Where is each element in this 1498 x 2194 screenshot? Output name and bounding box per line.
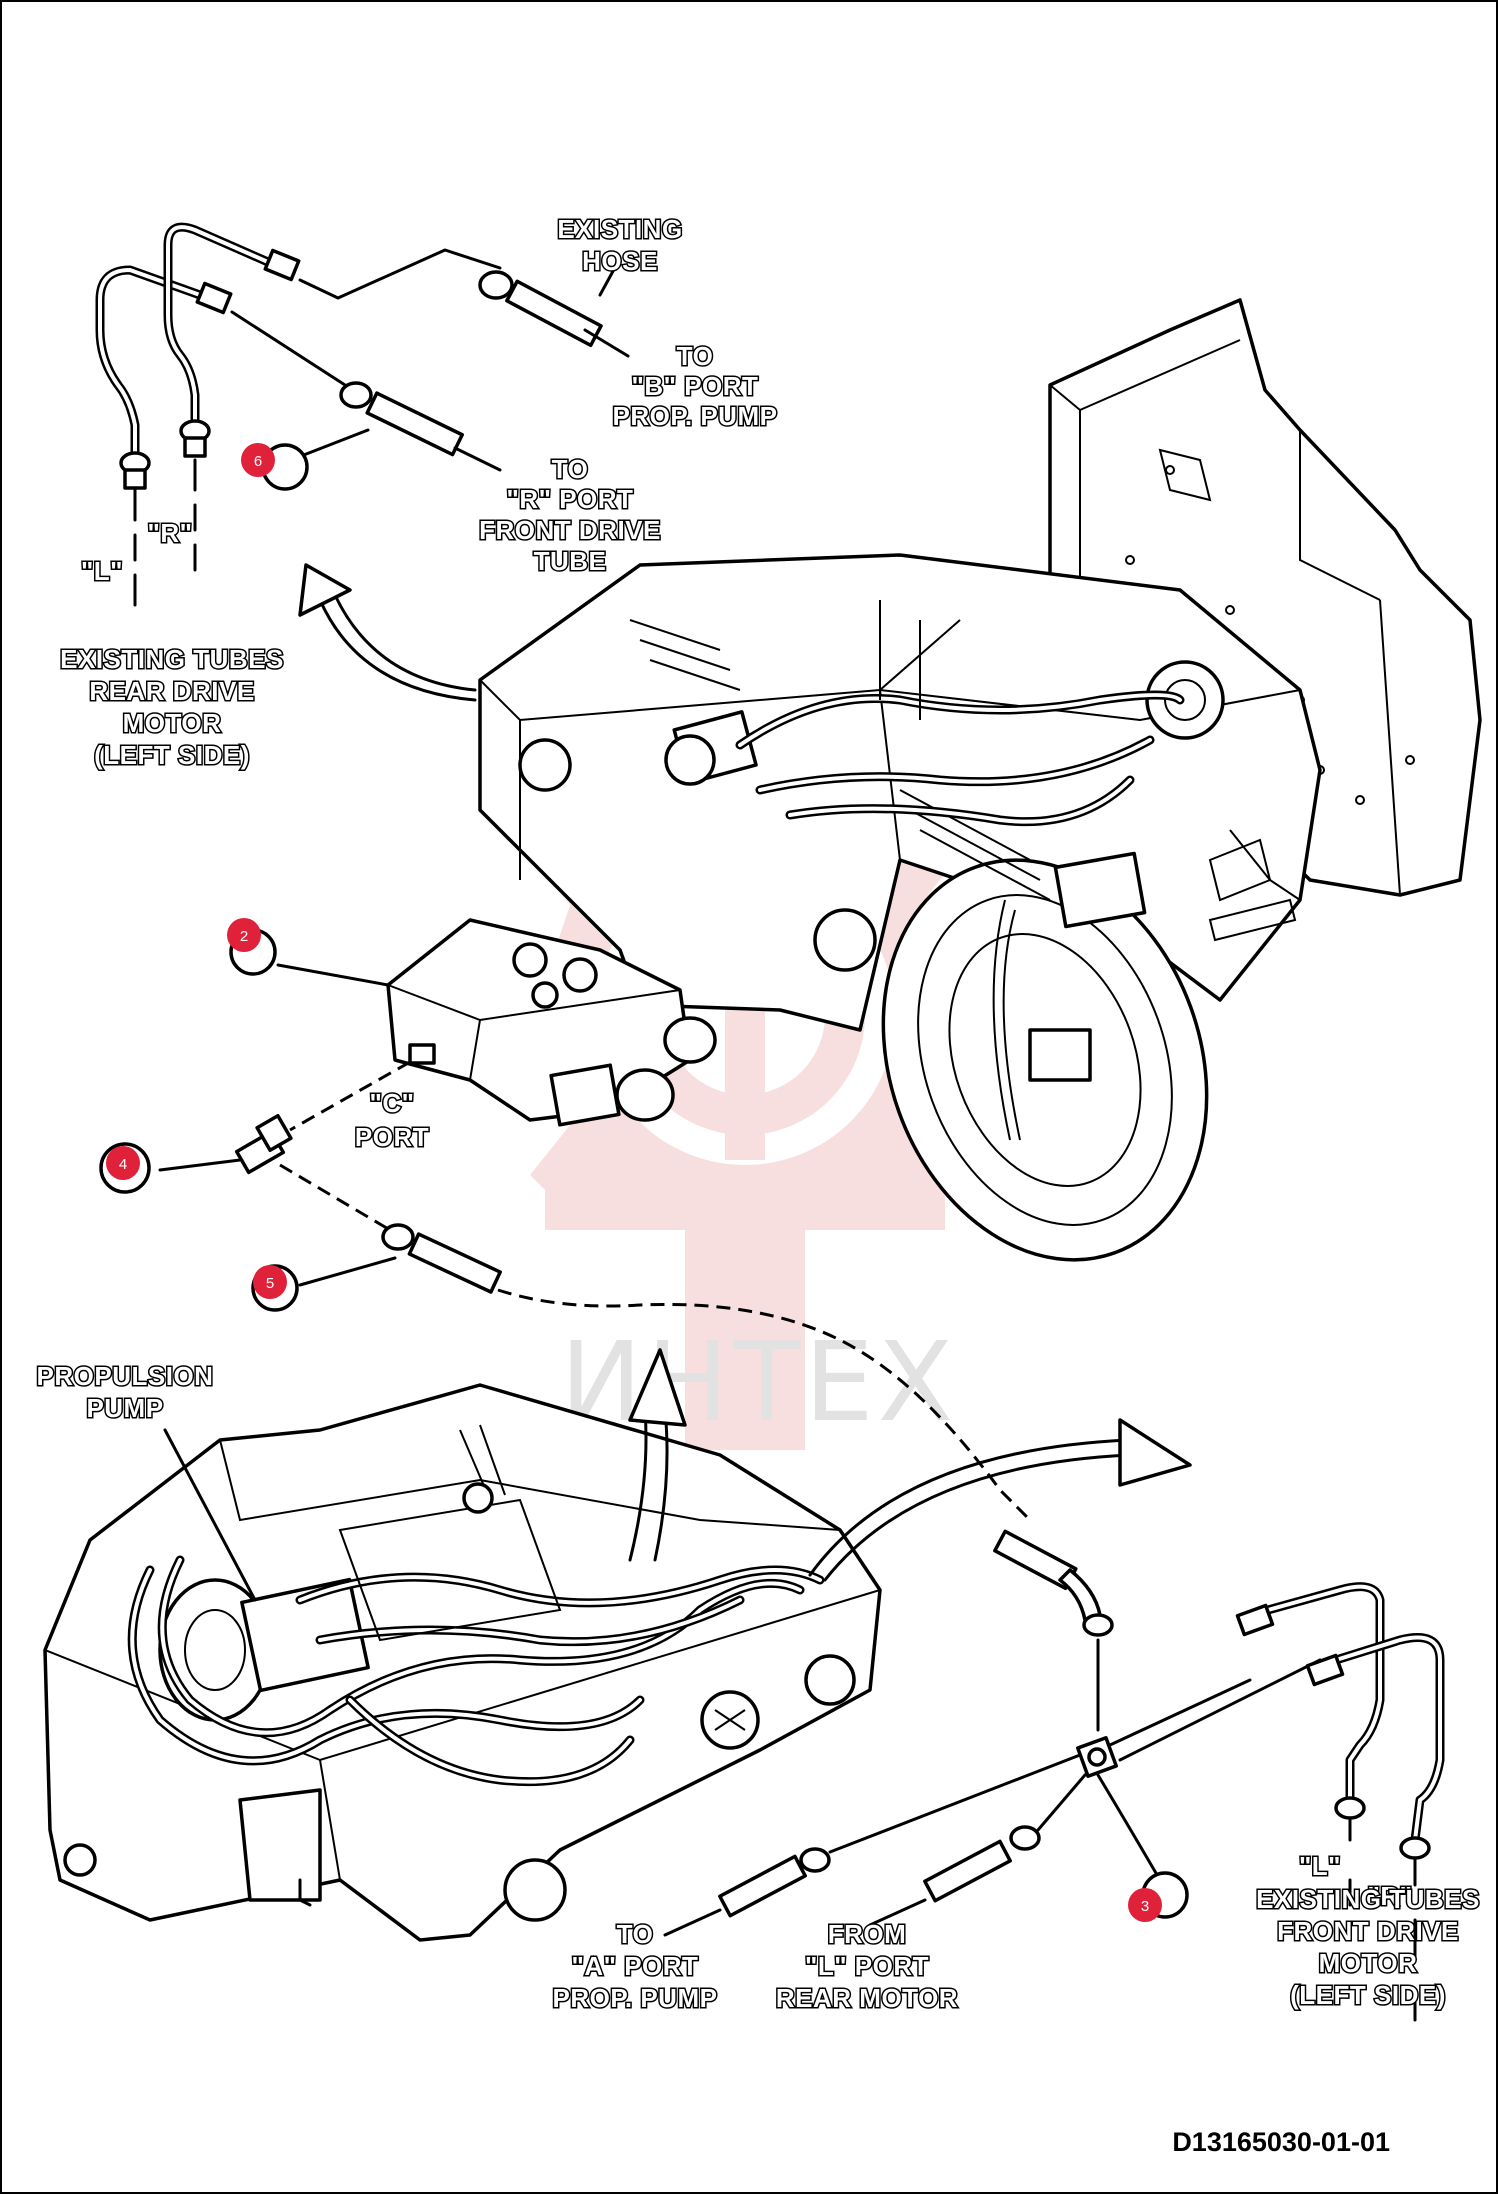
watermark-text: ИНТЕХ (560, 1318, 957, 1446)
arrow-to-rear-tubes (298, 563, 477, 702)
label-to-r-port-line3: FRONT DRIVE (479, 515, 661, 545)
label-r-top: "R" (148, 518, 193, 548)
label-existing-hose: EXISTING HOSE (556, 213, 684, 278)
label-existing-tubes-front-line2: FRONT DRIVE (1277, 1916, 1459, 1946)
label-from-l-port-line2: "L" PORT (805, 1951, 929, 1981)
lower-frame-assembly (43, 1383, 882, 1942)
label-to-b-port-line1: TO (677, 341, 714, 371)
label-to-a-port: TO "A" PORT PROP. PUMP (551, 1918, 718, 2015)
front-drive-tubes (663, 1529, 1445, 2022)
label-c-port-line2: PORT (355, 1122, 429, 1152)
label-from-l-port-line1: FROM (828, 1919, 907, 1949)
label-propulsion-pump: PROPULSION PUMP (35, 1360, 214, 1425)
label-to-b-port-line2: "B" PORT (632, 371, 759, 401)
label-existing-tubes-rear-line3: MOTOR (123, 708, 222, 738)
label-existing-tubes-front: EXISTING TUBES FRONT DRIVE MOTOR (LEFT S… (1255, 1883, 1481, 2012)
callout-5[interactable]: 5 (253, 1265, 287, 1299)
label-r-bottom: "R" (1368, 1881, 1413, 1911)
document-number: D13165030-01-01 (1172, 2127, 1390, 2157)
callout-2[interactable]: 2 (227, 918, 261, 952)
label-existing-tubes-rear: EXISTING TUBES REAR DRIVE MOTOR (LEFT SI… (59, 643, 285, 772)
rear-drive-tubes (95, 222, 502, 607)
label-l-top: "L" (81, 556, 123, 586)
label-existing-tubes-front-line3: MOTOR (1319, 1948, 1418, 1978)
callout-2-number: 2 (240, 928, 248, 945)
label-to-a-port-line3: PROP. PUMP (553, 1983, 718, 2013)
callout-4[interactable]: 4 (106, 1146, 140, 1180)
hose-item-6 (261, 381, 502, 491)
label-to-r-port: TO "R" PORT FRONT DRIVE TUBE (478, 453, 662, 578)
label-existing-tubes-rear-line1: EXISTING TUBES (60, 644, 284, 674)
callout-5-number: 5 (266, 1275, 274, 1292)
callout-3-number: 3 (1141, 1898, 1149, 1915)
callout-3[interactable]: 3 (1128, 1888, 1162, 1922)
label-to-a-port-line2: "A" PORT (572, 1951, 699, 1981)
label-propulsion-pump-line1: PROPULSION (37, 1361, 214, 1391)
existing-hose-upper (478, 260, 630, 358)
label-to-b-port: TO "B" PORT PROP. PUMP (611, 340, 778, 433)
label-to-b-port-line3: PROP. PUMP (613, 401, 778, 431)
label-from-l-port: FROM "L" PORT REAR MOTOR (774, 1918, 959, 2015)
label-from-l-port-line3: REAR MOTOR (776, 1983, 958, 2013)
label-existing-tubes-rear-line4: (LEFT SIDE) (94, 740, 250, 770)
upper-frame-assembly (478, 298, 1482, 1262)
label-to-r-port-line2: "R" PORT (507, 484, 634, 514)
label-to-r-port-line4: TUBE (534, 546, 607, 576)
label-existing-tubes-rear-line2: REAR DRIVE (89, 676, 254, 706)
callout-4-number: 4 (119, 1156, 127, 1173)
arrow-right-lower (808, 1418, 1192, 1582)
label-l-bottom: "L" (1299, 1851, 1341, 1881)
leader-propulsion-pump (163, 1428, 257, 1602)
label-existing-tubes-front-line4: (LEFT SIDE) (1290, 1980, 1446, 2010)
label-existing-tubes-front-line1: EXISTING TUBES (1256, 1884, 1480, 1914)
label-to-a-port-line1: TO (617, 1919, 654, 1949)
label-to-r-port-line1: TO (552, 454, 589, 484)
label-existing-hose-line1: EXISTING (557, 214, 682, 244)
arrow-up-lower (628, 1348, 687, 1562)
label-existing-hose-line2: HOSE (582, 246, 658, 276)
label-c-port: "C" PORT (353, 1087, 430, 1154)
hose-item-5 (251, 1223, 1032, 1522)
label-c-port-line1: "C" (370, 1088, 415, 1118)
label-propulsion-pump-line2: PUMP (86, 1393, 163, 1423)
callout-6[interactable]: 6 (241, 443, 275, 477)
valve-block-item-2 (229, 918, 717, 1127)
callout-6-number: 6 (254, 453, 262, 470)
